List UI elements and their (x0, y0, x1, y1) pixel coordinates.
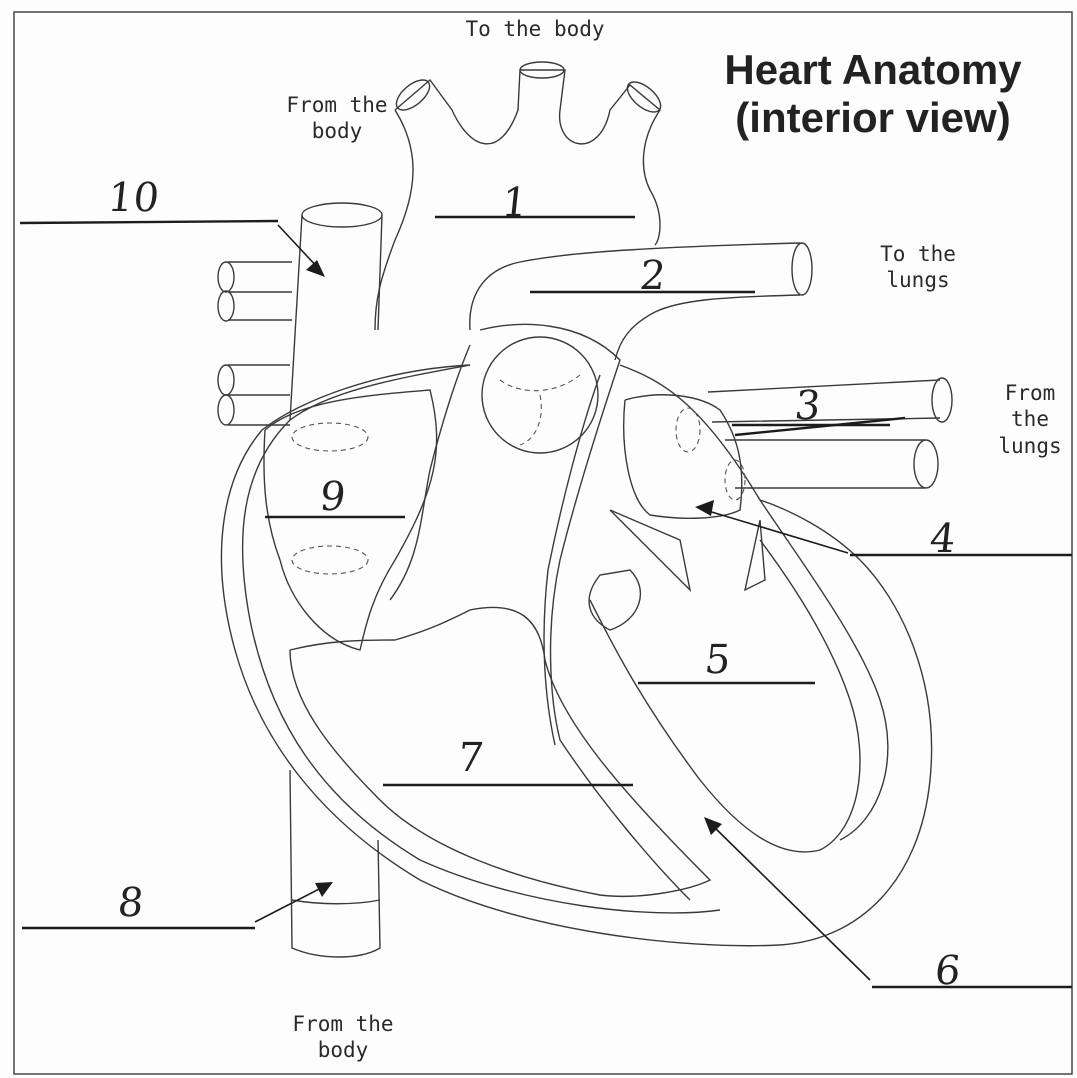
arrowhead-10 (306, 260, 325, 277)
page-border (14, 12, 1072, 1074)
arrow-4 (705, 510, 848, 553)
caption-from-body-bottom: From the body (268, 1011, 418, 1064)
caption-to-lungs: To the lungs (858, 241, 978, 294)
pointer-arrows (255, 225, 870, 980)
label-number-3: 3 (793, 383, 823, 429)
superior-vena-cava (218, 203, 382, 425)
label-number-7: 7 (456, 735, 486, 781)
answer-lines (20, 217, 1072, 987)
dashed-oval-upper (292, 423, 368, 451)
label-number-10: 10 (106, 175, 162, 221)
label-number-1: 1 (500, 180, 530, 226)
arrowhead-4 (695, 500, 714, 516)
label-number-4: 4 (928, 516, 958, 562)
arrow-6 (712, 825, 870, 980)
label-number-9: 9 (318, 474, 348, 520)
pulmonary-veins (708, 378, 952, 488)
caption-from-body-top: From the body (262, 92, 412, 145)
label-number-8: 8 (116, 880, 146, 926)
diagram-title: Heart Anatomy (interior view) (683, 46, 1063, 143)
answer-line-10[interactable] (20, 221, 278, 223)
caption-to-body: To the body (455, 16, 615, 42)
label-number-6: 6 (933, 948, 963, 994)
label-number-5: 5 (703, 637, 733, 683)
dashed-oval-lower (292, 546, 368, 574)
label-number-2: 2 (638, 253, 668, 299)
arrow-8 (255, 886, 325, 922)
inferior-vena-cava (290, 770, 380, 957)
caption-from-lungs: From the lungs (985, 380, 1075, 459)
